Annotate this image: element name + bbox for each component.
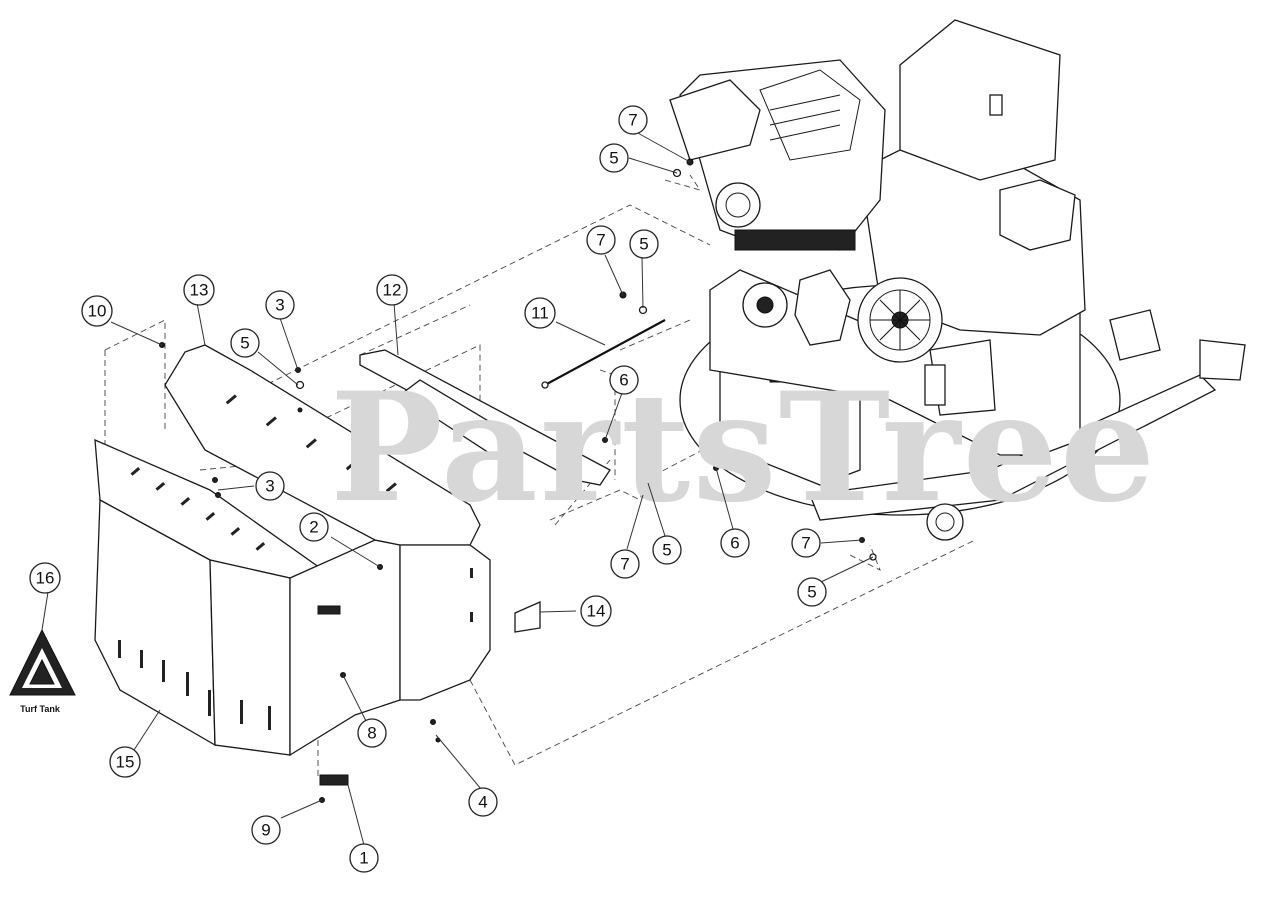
svg-text:8: 8 bbox=[367, 724, 376, 743]
callout-3: 3 bbox=[265, 290, 295, 320]
callout-9: 9 bbox=[251, 815, 281, 845]
part-rear-panel bbox=[164, 344, 491, 701]
svg-text:2: 2 bbox=[309, 518, 318, 537]
callout-13: 13 bbox=[183, 274, 215, 306]
callout-6: 6 bbox=[609, 365, 639, 395]
logo-text: Turf Tank bbox=[20, 704, 61, 714]
watermark-text: PartsTree bbox=[330, 360, 1157, 536]
callout-7: 7 bbox=[618, 105, 648, 135]
rear-bracket bbox=[1199, 339, 1246, 381]
callout-4: 4 bbox=[468, 787, 498, 817]
part-support-bar bbox=[359, 349, 611, 486]
part-rod bbox=[541, 319, 666, 389]
callout-leader-lines bbox=[41, 131, 874, 846]
svg-text:5: 5 bbox=[609, 149, 618, 168]
control-box bbox=[899, 19, 1061, 181]
part-logo-triangle: Turf Tank bbox=[9, 628, 76, 714]
svg-text:14: 14 bbox=[587, 602, 606, 621]
callout-16: 16 bbox=[29, 562, 61, 594]
callout-15: 15 bbox=[109, 746, 141, 778]
callout-2: 2 bbox=[299, 512, 329, 542]
svg-text:12: 12 bbox=[383, 281, 402, 300]
callout-7: 7 bbox=[586, 225, 616, 255]
callout-5: 5 bbox=[230, 328, 260, 358]
callout-6: 6 bbox=[720, 528, 750, 558]
machine-assembly bbox=[669, 19, 1246, 541]
callout-7: 7 bbox=[791, 528, 821, 558]
callout-7: 7 bbox=[610, 549, 640, 579]
callout-12: 12 bbox=[376, 274, 408, 306]
svg-text:7: 7 bbox=[596, 231, 605, 250]
callout-14: 14 bbox=[580, 595, 612, 627]
svg-text:7: 7 bbox=[628, 111, 637, 130]
caster-wheel bbox=[926, 503, 964, 541]
engine-pulley bbox=[715, 182, 761, 228]
svg-text:6: 6 bbox=[619, 371, 628, 390]
callout-8: 8 bbox=[357, 718, 387, 748]
callout-3: 3 bbox=[255, 471, 285, 501]
svg-text:16: 16 bbox=[36, 569, 55, 588]
svg-text:3: 3 bbox=[265, 477, 274, 496]
svg-text:7: 7 bbox=[801, 534, 810, 553]
hood-latch-mount bbox=[317, 605, 341, 615]
engine-air-cleaner bbox=[669, 79, 761, 161]
blower-outlet bbox=[999, 179, 1076, 251]
svg-text:15: 15 bbox=[116, 753, 135, 772]
svg-text:1: 1 bbox=[359, 849, 368, 868]
engine-base bbox=[734, 229, 856, 251]
hood-vent-slots bbox=[118, 467, 271, 730]
svg-text:5: 5 bbox=[807, 583, 816, 602]
panel-slots bbox=[225, 394, 473, 622]
callout-10: 10 bbox=[81, 295, 113, 327]
callout-5: 5 bbox=[599, 143, 629, 173]
callout-5: 5 bbox=[629, 229, 659, 259]
callout-1: 1 bbox=[349, 843, 379, 873]
callout-5: 5 bbox=[652, 535, 682, 565]
control-switch bbox=[989, 94, 1003, 116]
svg-text:9: 9 bbox=[261, 821, 270, 840]
svg-text:5: 5 bbox=[639, 235, 648, 254]
svg-text:11: 11 bbox=[531, 304, 549, 323]
callout-bubbles: 1 2 3 3 4 5 5 5 5 5 6 6 7 7 7 7 8 9 10 1… bbox=[29, 105, 827, 873]
svg-text:10: 10 bbox=[88, 302, 107, 321]
svg-text:13: 13 bbox=[190, 281, 209, 300]
svg-text:5: 5 bbox=[662, 541, 671, 560]
part-front-hood bbox=[94, 438, 401, 757]
belt-tensioner bbox=[794, 269, 851, 346]
part-decal bbox=[514, 601, 541, 633]
hitch-assembly bbox=[1109, 309, 1161, 361]
svg-text:5: 5 bbox=[240, 334, 249, 353]
callout-11: 11 bbox=[524, 297, 556, 329]
svg-text:6: 6 bbox=[730, 534, 739, 553]
svg-text:4: 4 bbox=[478, 793, 487, 812]
latch-hardware bbox=[319, 774, 349, 786]
hydraulic-filter bbox=[924, 364, 946, 406]
svg-text:7: 7 bbox=[620, 555, 629, 574]
svg-text:3: 3 bbox=[275, 296, 284, 315]
callout-5: 5 bbox=[797, 577, 827, 607]
chassis-frame bbox=[809, 374, 1217, 521]
hardware-fasteners bbox=[159, 158, 877, 803]
